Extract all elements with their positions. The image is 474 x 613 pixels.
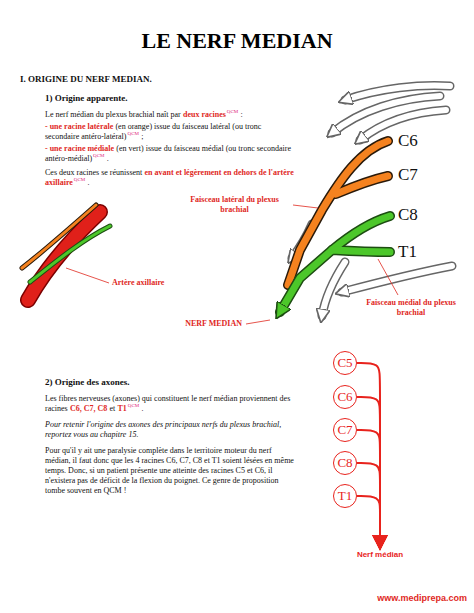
body-text: . (107, 154, 109, 163)
leader-line (378, 259, 398, 295)
leader-line (66, 268, 109, 283)
root-connector (357, 463, 380, 549)
leader-line (293, 205, 318, 208)
node-text: C8 (337, 455, 352, 471)
qcm-mark: QCM (74, 177, 85, 182)
root-connector (357, 397, 380, 549)
body-text: Ces deux racines se réunissent (45, 168, 142, 177)
root-circle: T1 (333, 484, 357, 508)
root-circle: C7 (333, 418, 357, 442)
root-connector (357, 363, 380, 549)
node-text: C6 (337, 389, 352, 405)
leader-line (246, 320, 270, 324)
root (342, 266, 452, 292)
root-outline (345, 86, 450, 100)
qcm-mark: QCM (128, 131, 139, 136)
body-text: . (88, 178, 90, 187)
node-text: Nerf médian (356, 550, 404, 560)
root-bundles (292, 86, 452, 316)
body-text: C6, C7, C8 (70, 404, 107, 413)
text-paragraph: Pour qu'il y ait une paralysie complète … (45, 446, 295, 496)
section-heading: I. ORIGINE DU NERF MEDIAN. (20, 74, 152, 84)
text-paragraph: I. ORIGINE DU NERF MEDIAN. (20, 74, 320, 85)
body-text: et (109, 404, 115, 413)
section-heading: 1) Origine apparente. (45, 93, 128, 103)
body-text: . (141, 404, 143, 413)
text-paragraph: - une racine médiale(en vert) issue du f… (45, 144, 295, 164)
part-label: Artère axillaire (112, 278, 182, 288)
nerve-end-label: Nerf médian (356, 550, 404, 560)
text-paragraph: Pour retenir l'origine des axones des pr… (45, 420, 295, 440)
root-outline (342, 266, 452, 292)
node-text: C7 (337, 422, 352, 438)
body-text: - une racine médiale (45, 144, 114, 153)
body-text: Pour qu'il y ait une paralysie complète … (45, 446, 294, 495)
body-text: deux racines (183, 110, 226, 119)
text-paragraph: 1) Origine apparente. (45, 93, 345, 104)
body-text: - une racine latérale (45, 122, 113, 131)
root-name: C8 (398, 205, 428, 225)
root-circle: C8 (333, 451, 357, 475)
lateral-root (336, 176, 388, 194)
root-name: T1 (398, 242, 428, 262)
root-outline (322, 262, 345, 316)
part-label: Faisceau latéral du plexus brachial (178, 195, 291, 215)
root (322, 262, 345, 316)
body-text: T1 (117, 404, 126, 413)
medial-root (332, 216, 390, 250)
text-paragraph: Le nerf médian du plexus brachial naît p… (45, 110, 295, 120)
root-circle: C5 (333, 351, 357, 375)
root-name: C7 (398, 165, 428, 185)
section-heading: 2) Origine des axones. (45, 377, 130, 387)
page-title: LE NERF MEDIAN (0, 28, 474, 54)
medial-strand (30, 226, 110, 282)
text-paragraph: 2) Origine des axones. (45, 377, 305, 388)
medial-root-outline (332, 216, 390, 250)
root (345, 86, 450, 100)
website: www.mediprepa.com (355, 593, 467, 603)
qcm-mark: QCM (128, 403, 139, 408)
part-label: NERF MEDIAN (160, 319, 242, 329)
qcm-mark: QCM (227, 109, 238, 114)
lateral-root-outline (288, 141, 388, 285)
body-text: : (241, 110, 243, 119)
text-paragraph: Les fibres nerveuses (axones) qui consti… (45, 394, 295, 414)
node-text: T1 (338, 488, 352, 504)
lateral-root (288, 141, 388, 285)
text-paragraph: Ces deux racines se réunissenten avant e… (45, 168, 295, 188)
root-connector (357, 496, 380, 549)
body-text: Pour retenir l'origine des axones des pr… (45, 420, 281, 439)
text-paragraph: - une racine latérale(en orange) issue d… (45, 122, 295, 142)
part-label: Faisceau médial du plexus brachial (355, 298, 467, 318)
root-circle: C6 (333, 385, 357, 409)
body-text: ; (141, 132, 143, 141)
node-text: C5 (337, 355, 352, 371)
axillary-artery (22, 205, 110, 300)
root-connector (357, 430, 380, 549)
lateral-root (288, 141, 388, 285)
root-name: C6 (398, 131, 428, 151)
medial-root (280, 216, 390, 312)
leader-lines (66, 205, 398, 324)
body-text: Le nerf médian du plexus brachial naît p… (45, 110, 181, 119)
qcm-mark: QCM (93, 153, 104, 158)
medial-strand-outline (30, 226, 110, 282)
